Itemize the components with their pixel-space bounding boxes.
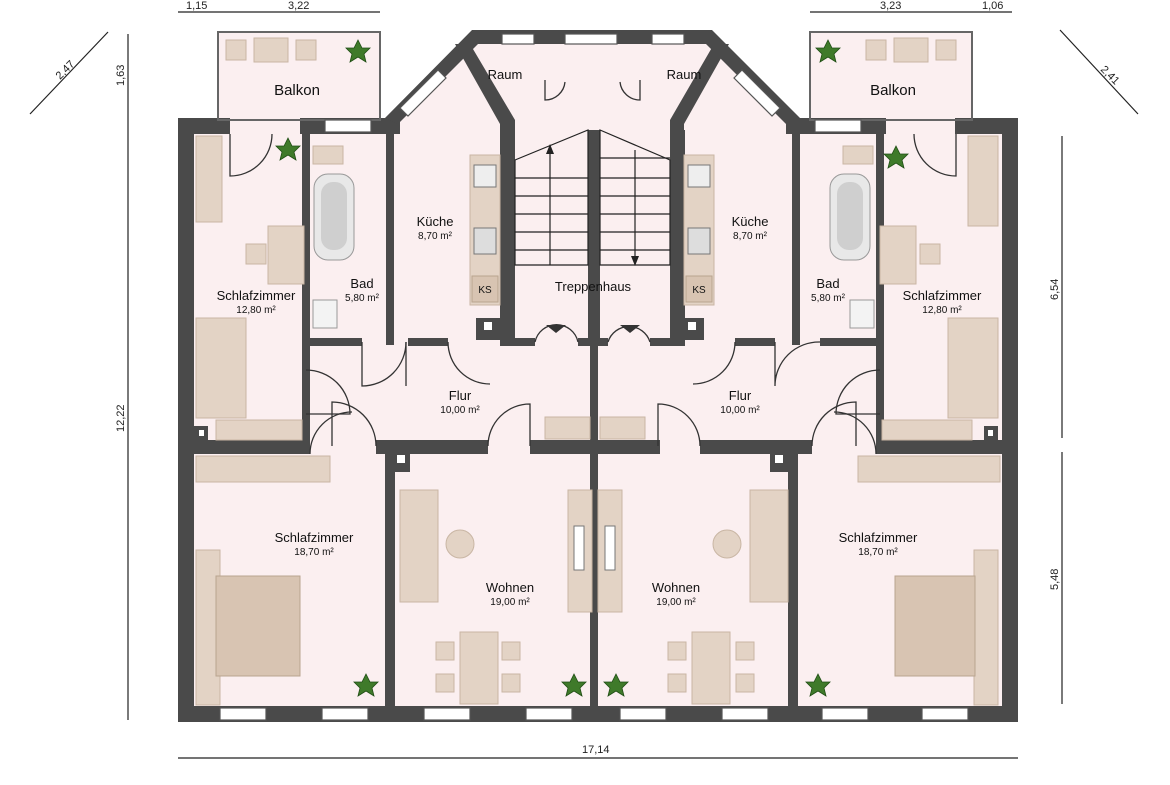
room-name-wohnen-left: Wohnen <box>486 580 534 595</box>
dim-top-right-b: 1,06 <box>982 0 1003 12</box>
room-name-treppenhaus: Treppenhaus <box>555 279 632 294</box>
dim-diag-right: 2,41 <box>1098 64 1122 88</box>
room-name-balkon-right: Balkon <box>870 82 916 99</box>
room-area-wohnen-right: 19,00 m² <box>656 597 696 608</box>
room-name-schlaf-small-left: Schlafzimmer <box>217 288 296 303</box>
dim-diag-left: 2,47 <box>54 58 78 82</box>
plants <box>275 39 909 697</box>
dim-left-balcony: 1,63 <box>115 65 127 86</box>
room-name-schlaf-big-right: Schlafzimmer <box>839 530 918 545</box>
interior-walls <box>178 130 1018 710</box>
dim-top-left-a: 1,15 <box>186 0 207 12</box>
room-name-wohnen-right: Wohnen <box>652 580 700 595</box>
ks-label-right: KS <box>692 285 706 296</box>
room-name-raum-right: Raum <box>667 67 702 82</box>
room-area-kueche-right: 8,70 m² <box>733 231 768 242</box>
room-name-schlaf-small-right: Schlafzimmer <box>903 288 982 303</box>
dim-bottom-total: 17,14 <box>582 744 610 756</box>
doors <box>229 80 957 455</box>
dimension-lines <box>29 11 1139 759</box>
room-name-raum-left: Raum <box>488 67 523 82</box>
room-name-kueche-right: Küche <box>732 214 769 229</box>
room-name-flur-left: Flur <box>449 388 472 403</box>
room-name-balkon-left: Balkon <box>274 82 320 99</box>
ks-label-left: KS <box>478 285 492 296</box>
room-area-schlaf-big-left: 18,70 m² <box>294 547 334 558</box>
staircase <box>514 129 671 266</box>
room-name-kueche-left: Küche <box>417 214 454 229</box>
furniture <box>195 37 1001 706</box>
room-name-bad-right: Bad <box>816 276 839 291</box>
windows <box>219 33 969 721</box>
dim-top-right-a: 3,23 <box>880 0 901 12</box>
room-area-bad-left: 5,80 m² <box>345 293 380 304</box>
room-area-schlaf-big-right: 18,70 m² <box>858 547 898 558</box>
balconies <box>217 31 973 121</box>
room-area-schlaf-small-left: 12,80 m² <box>236 305 276 316</box>
dim-top-left-b: 3,22 <box>288 0 309 12</box>
room-labels: Balkon Balkon Raum Raum Küche 8,70 m² Kü… <box>217 67 982 608</box>
room-area-kueche-left: 8,70 m² <box>418 231 453 242</box>
room-area-wohnen-left: 19,00 m² <box>490 597 530 608</box>
room-name-bad-left: Bad <box>350 276 373 291</box>
dim-right-lower: 5,48 <box>1049 569 1061 590</box>
room-area-flur-right: 10,00 m² <box>720 405 760 416</box>
room-area-schlaf-small-right: 12,80 m² <box>922 305 962 316</box>
dim-right-upper: 6,54 <box>1049 279 1061 300</box>
room-area-flur-left: 10,00 m² <box>440 405 480 416</box>
room-name-schlaf-big-left: Schlafzimmer <box>275 530 354 545</box>
column-centers <box>199 322 993 463</box>
dim-left-total: 12,22 <box>115 404 127 432</box>
room-area-bad-right: 5,80 m² <box>811 293 846 304</box>
room-name-flur-right: Flur <box>729 388 752 403</box>
